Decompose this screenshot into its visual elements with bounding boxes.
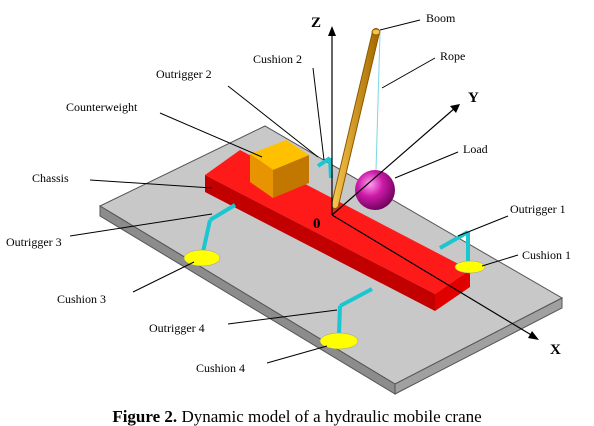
axis-label-origin: 0 [313,216,321,232]
outrigger-2 [316,156,333,179]
label-cushion-2: Cushion 2 [253,52,302,66]
cushion-4 [319,332,359,350]
label-load: Load [463,142,488,156]
axis-label-y: Y [468,90,479,106]
boom-arm [331,28,381,209]
label-outrigger-3: Outrigger 3 [6,235,62,249]
leader-lines [69,19,519,364]
label-boom: Boom [426,11,456,25]
y-axis [331,107,456,216]
label-outrigger-4: Outrigger 4 [149,321,205,335]
figure-caption-text: Dynamic model of a hydraulic mobile cran… [177,407,481,426]
rope-line [375,33,381,171]
cushion-3 [183,249,221,267]
label-outrigger-1: Outrigger 1 [510,202,566,216]
outrigger-4 [337,287,373,335]
label-counterweight: Counterweight [66,100,138,114]
label-rope: Rope [440,49,465,63]
figure-caption-prefix: Figure 2. [112,407,177,426]
outrigger-3 [201,203,237,253]
cushion-1 [454,260,486,274]
label-chassis: Chassis [32,171,69,185]
figure-caption: Figure 2. Dynamic model of a hydraulic m… [112,407,481,426]
outrigger-1 [439,230,470,264]
coordinate-axes [328,26,539,340]
label-cushion-1: Cushion 1 [522,248,571,262]
label-outrigger-2: Outrigger 2 [156,67,212,81]
axis-label-z: Z [311,15,321,31]
x-axis [331,214,534,337]
counterweight-cube [250,140,309,198]
axis-label-x: X [550,342,561,358]
label-cushion-3: Cushion 3 [57,292,106,306]
load-sphere [355,170,395,210]
label-cushion-4: Cushion 4 [196,361,245,375]
